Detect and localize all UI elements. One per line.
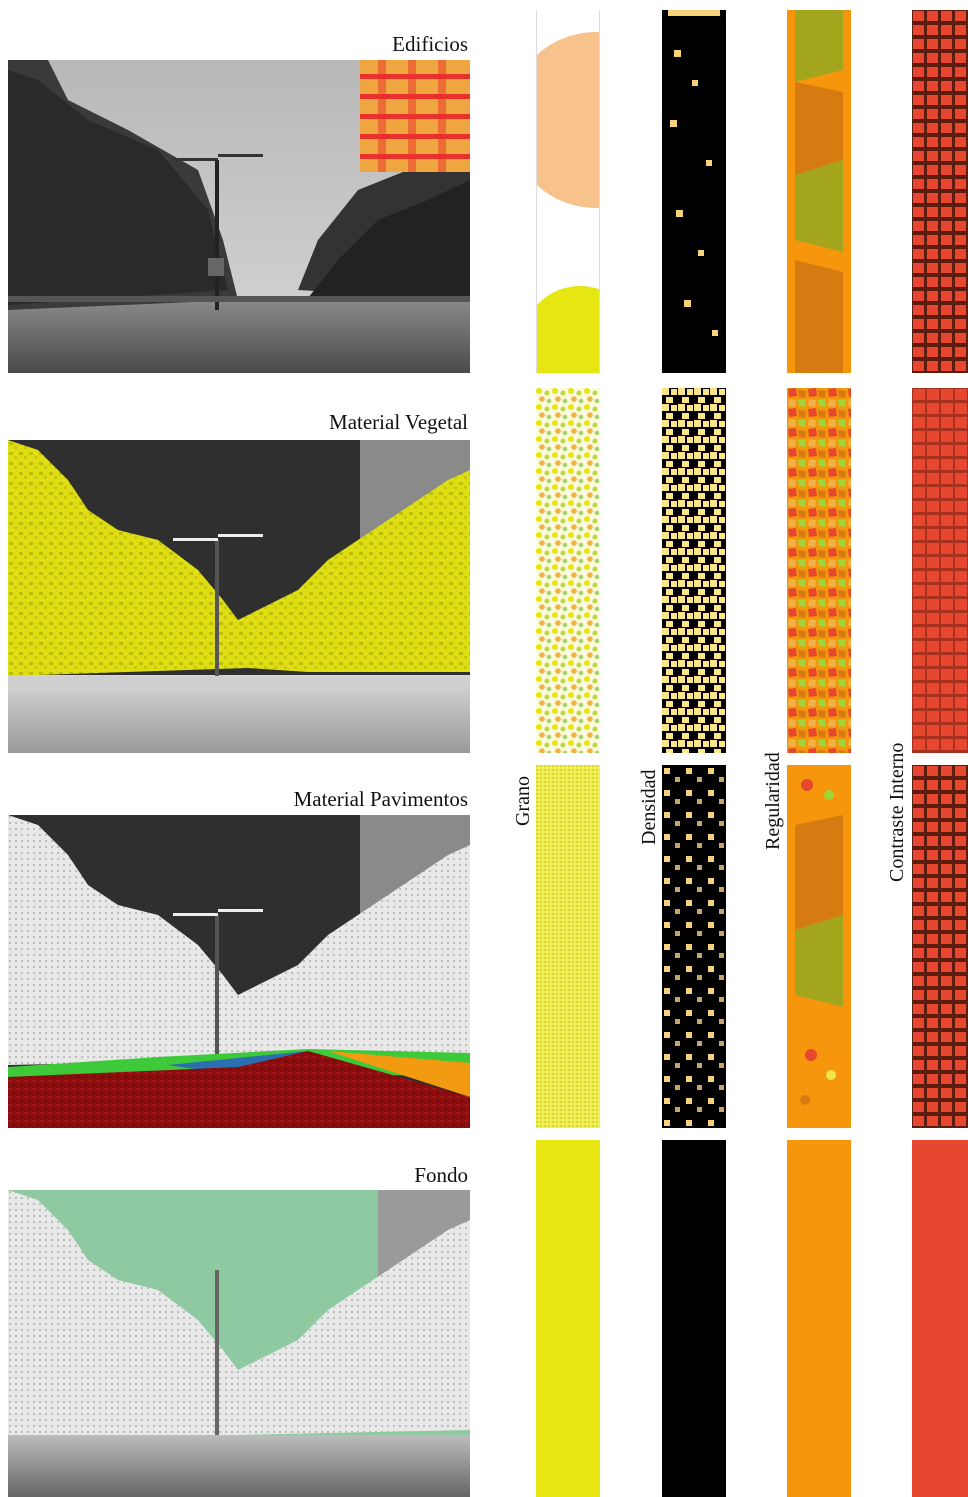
densidad-strip-edificios (662, 10, 726, 373)
panel-title-material-vegetal: Material Vegetal (329, 410, 468, 434)
column-label-contraste-interno: Contraste Interno (886, 742, 908, 882)
grano-strip-edificios (536, 10, 600, 373)
photo-edificios (8, 60, 470, 373)
contraste-strip-fondo (912, 1140, 968, 1497)
densidad-strip-pavimentos (662, 765, 726, 1128)
grano-strip-fondo (536, 1140, 600, 1497)
grano-strip-vegetal (536, 388, 600, 753)
contraste-strip-pavimentos (912, 765, 968, 1128)
panel-title-fondo: Fondo (414, 1163, 468, 1187)
contraste-strip-vegetal (912, 388, 968, 753)
photo-fondo (8, 1190, 470, 1497)
grano-strip-pavimentos (536, 765, 600, 1128)
regularidad-strip-vegetal (787, 388, 851, 753)
regularidad-strip-pavimentos (787, 765, 851, 1128)
column-label-grano: Grano (512, 776, 534, 826)
contraste-strip-edificios (912, 10, 968, 373)
panel-title-material-pavimentos: Material Pavimentos (293, 787, 468, 811)
photo-material-pavimentos (8, 815, 470, 1128)
photo-material-vegetal (8, 440, 470, 753)
regularidad-strip-fondo (787, 1140, 851, 1497)
column-label-regularidad: Regularidad (762, 752, 784, 850)
panel-title-edificios: Edificios (392, 32, 468, 56)
densidad-strip-vegetal (662, 388, 726, 753)
column-label-densidad: Densidad (638, 769, 660, 845)
regularidad-strip-edificios (787, 10, 851, 373)
building-overlay (360, 60, 470, 172)
densidad-strip-fondo (662, 1140, 726, 1497)
